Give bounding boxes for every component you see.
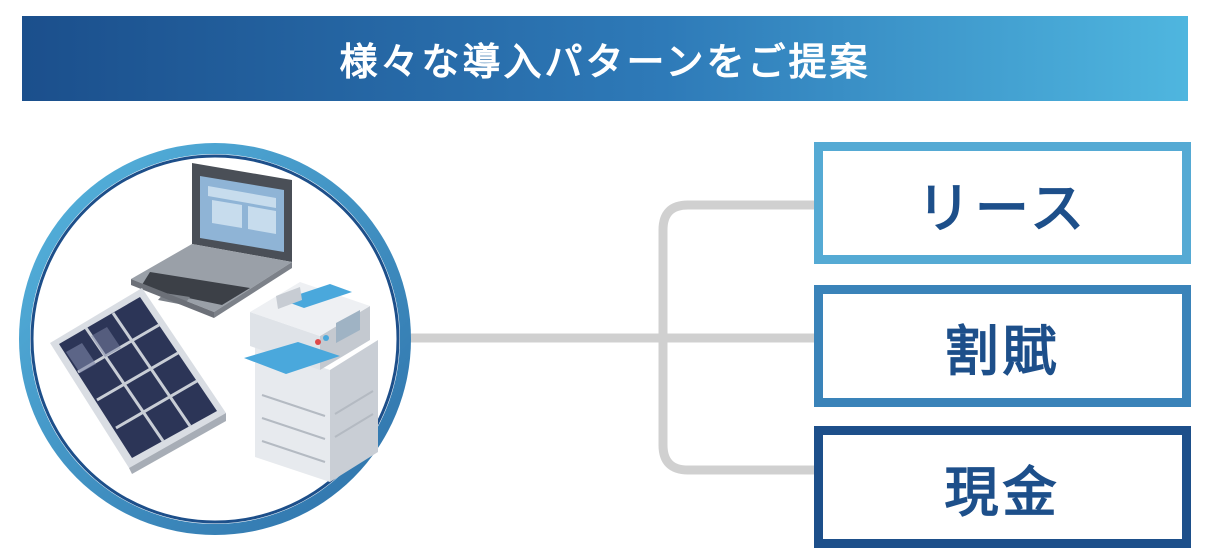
connector-lines [396,200,814,475]
option-cash: 現金 [814,426,1191,548]
option-cash-label: 現金 [944,460,1061,524]
banner-title: 様々な導入パターンをご提案 [339,40,871,84]
laptop-icon [131,163,292,318]
option-installment-label: 割賦 [944,319,1061,383]
title-banner: 様々な導入パターンをご提案 [22,16,1188,101]
copier-icon [244,282,378,482]
option-lease: リース [814,142,1191,264]
option-installment: 割賦 [814,285,1191,407]
option-lease-label: リース [916,176,1089,240]
solar-panel-icon [50,288,226,474]
branch-connector [658,200,814,475]
